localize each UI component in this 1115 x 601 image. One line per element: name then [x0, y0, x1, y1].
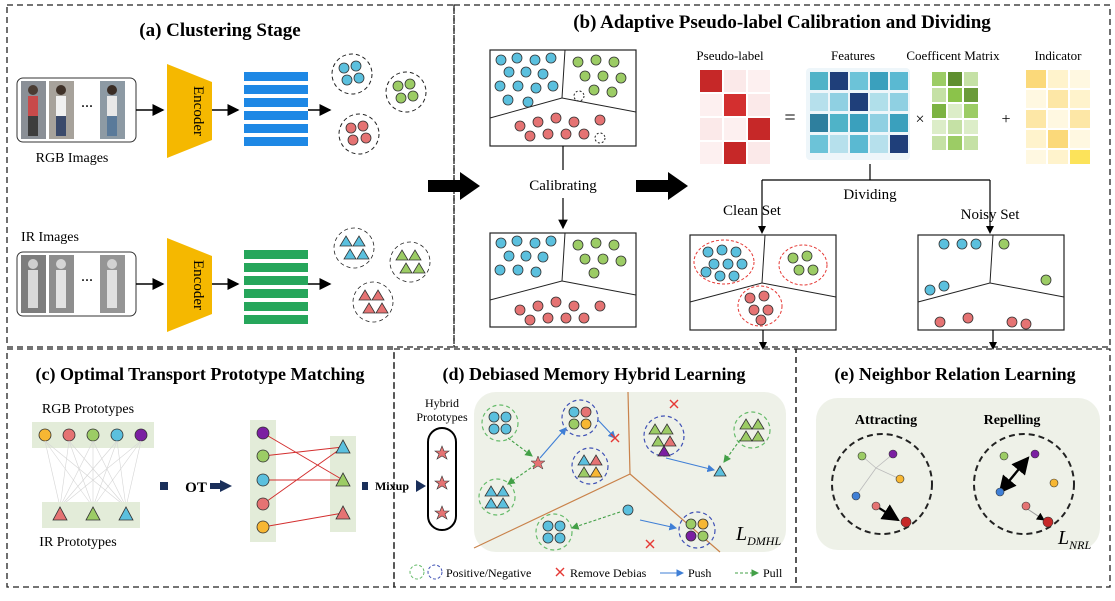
- hybrid-prototypes-line1: Hybrid: [425, 396, 459, 410]
- attracting-arrow: [875, 504, 900, 522]
- big-arrow-calibrate-to-matrix: [636, 172, 688, 200]
- rgb-images-label: RGB Images: [36, 151, 109, 166]
- remove-debias-marks: [610, 399, 679, 549]
- ir-encoder-label: Encoder: [190, 260, 206, 310]
- memory-clusters: [478, 399, 771, 551]
- panel-d: (d) Debiased Memory Hybrid Learning Hybr…: [409, 364, 786, 580]
- noisy-set-label: Noisy Set: [961, 207, 1021, 223]
- plus-sign: +: [1001, 111, 1010, 128]
- ot-label: OT: [185, 480, 207, 496]
- coefficient-matrix-title: Coefficent Matrix: [906, 48, 1000, 63]
- ir-prototype-triangles: [52, 506, 134, 521]
- coefficient-matrix: [932, 72, 978, 150]
- pseudo-label-matrix: [700, 70, 770, 164]
- hybrid-prototype-stars: [434, 445, 450, 520]
- nrl-loss: LNRL: [1057, 527, 1091, 552]
- rgb-ellipsis: ...: [81, 94, 93, 111]
- rgb-clusters: [331, 53, 427, 155]
- arrow-to-e: [989, 342, 997, 350]
- arrow-to-d: [759, 342, 767, 350]
- mixup-arrow: Mixup: [362, 479, 426, 493]
- dmhl-loss: LDMHL: [735, 523, 781, 548]
- attracting-neighborhood: [831, 433, 933, 535]
- legend-push: Push: [688, 566, 711, 580]
- panel-borders: [6, 4, 1111, 588]
- dividing-bracket: [761, 164, 991, 232]
- pseudo-label-title: Pseudo-label: [696, 48, 764, 63]
- ot-match-lines: [262, 432, 344, 528]
- calibrating-label: Calibrating: [529, 178, 597, 194]
- ir-prototypes-label: IR Prototypes: [39, 535, 116, 550]
- rgb-encoder-label: Encoder: [190, 86, 206, 136]
- panel-e-title: (e) Neighbor Relation Learning: [834, 364, 1075, 385]
- repelling-arrow-back: [998, 457, 1029, 494]
- scatter-after-calibration: [489, 232, 637, 328]
- rgb-image-strip: ...: [16, 77, 137, 143]
- rgb-feature-bars: [244, 72, 308, 146]
- dividing-left-head: [758, 226, 766, 234]
- clean-set-scatter: [689, 234, 837, 331]
- panel-e: (e) Neighbor Relation Learning Attractin…: [816, 364, 1100, 552]
- panel-c: (c) Optimal Transport Prototype Matching…: [32, 364, 426, 550]
- repelling-label: Repelling: [984, 413, 1041, 428]
- legend-positive-icon: [409, 564, 425, 580]
- dividing-label: Dividing: [843, 187, 897, 203]
- features-matrix: [806, 68, 910, 160]
- ir-ellipsis: ...: [81, 268, 93, 285]
- hybrid-prototypes-line2: Prototypes: [416, 410, 468, 424]
- panel-d-title: (d) Debiased Memory Hybrid Learning: [443, 364, 746, 385]
- legend-pull: Pull: [763, 566, 783, 580]
- ir-images-label: IR Images: [21, 230, 79, 245]
- repelling-dots: [995, 449, 1059, 528]
- attracting-label: Attracting: [855, 413, 917, 428]
- legend-remove-icon: [555, 567, 565, 577]
- attracting-dots: [851, 449, 912, 528]
- panel-b: (b) Adaptive Pseudo-label Calibration an…: [489, 12, 1090, 350]
- clean-set-label: Clean Set: [723, 203, 782, 219]
- features-title: Features: [831, 48, 875, 63]
- mixup-label: Mixup: [375, 479, 409, 493]
- noisy-set-scatter: [917, 234, 1065, 331]
- equals-sign: =: [784, 107, 795, 129]
- indicator-title: Indicator: [1035, 48, 1083, 63]
- times-sign: ×: [915, 111, 924, 128]
- panel-b-title: (b) Adaptive Pseudo-label Calibration an…: [573, 12, 991, 33]
- legend-pos-neg: Positive/Negative: [446, 566, 531, 580]
- ir-encoder: Encoder: [167, 238, 212, 332]
- rgb-prototypes-label: RGB Prototypes: [42, 402, 134, 417]
- panel-a: (a) Clustering Stage ... RGB Images Enco…: [16, 20, 431, 332]
- dividing-right-head: [986, 226, 994, 234]
- panel-c-title: (c) Optimal Transport Prototype Matching: [36, 364, 365, 385]
- rgb-encoder: Encoder: [167, 64, 212, 158]
- big-arrow-a-to-b: [428, 172, 480, 200]
- legend-negative-icon: [427, 564, 443, 580]
- indicator-matrix: [1026, 70, 1090, 164]
- ot-arrow: OT: [160, 480, 232, 496]
- repelling-link: [1025, 507, 1045, 521]
- matching-dots: [256, 426, 351, 534]
- rgb-prototype-dots: [38, 428, 148, 442]
- ir-feature-bars: [244, 250, 308, 324]
- ot-faint-links: [44, 440, 142, 508]
- legend: Positive/Negative Remove Debias Push Pul…: [409, 564, 783, 580]
- legend-remove-debias: Remove Debias: [570, 566, 647, 580]
- panel-a-title: (a) Clustering Stage: [139, 20, 300, 41]
- repelling-neighborhood: [973, 433, 1075, 535]
- scatter-before-calibration: [489, 49, 637, 147]
- ir-image-strip: ...: [16, 251, 137, 317]
- ir-clusters: [333, 227, 431, 323]
- pull-arrows: [507, 437, 741, 530]
